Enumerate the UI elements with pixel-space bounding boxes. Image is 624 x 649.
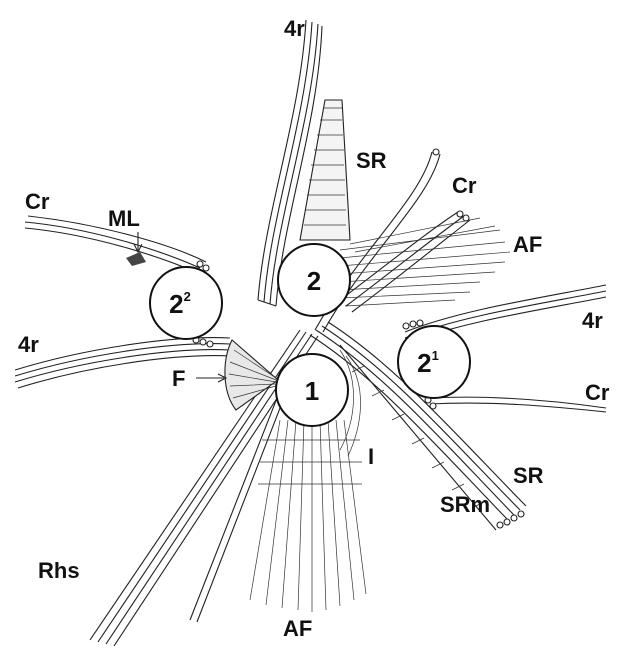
anchoring-fibers-right bbox=[340, 218, 510, 306]
label-i: I bbox=[368, 444, 374, 469]
label-srm: SRm bbox=[440, 492, 490, 517]
label-4r-left: 4r bbox=[18, 332, 39, 357]
striated-root-top bbox=[300, 100, 350, 240]
basal-body-1-label: 1 bbox=[305, 376, 319, 406]
label-af-right: AF bbox=[513, 232, 542, 257]
basal-body-1: 1 bbox=[276, 354, 348, 426]
basal-body-2-1: 21 bbox=[398, 326, 470, 398]
label-4r-top: 4r bbox=[284, 16, 305, 41]
root-4r-left bbox=[15, 337, 232, 388]
label-cr-left: Cr bbox=[25, 189, 50, 214]
label-f: F bbox=[172, 366, 185, 391]
label-sr-top: SR bbox=[356, 148, 387, 173]
fibrous-band-f bbox=[196, 340, 278, 410]
cr-right-root bbox=[425, 397, 606, 412]
basal-body-2: 2 bbox=[278, 244, 350, 316]
anchoring-fibers-bottom bbox=[250, 420, 366, 612]
ml-arrow bbox=[134, 232, 142, 252]
label-cr-upper-right: Cr bbox=[452, 173, 477, 198]
basal-body-2-2: 22 bbox=[150, 267, 222, 339]
label-sr-bottom: SR bbox=[513, 463, 544, 488]
label-rhs: Rhs bbox=[38, 558, 80, 583]
label-ml: ML bbox=[108, 206, 140, 231]
basal-body-2-label: 2 bbox=[307, 266, 321, 296]
label-cr-right: Cr bbox=[585, 380, 610, 405]
label-af-bottom: AF bbox=[283, 616, 312, 641]
label-4r-right: 4r bbox=[582, 308, 603, 333]
